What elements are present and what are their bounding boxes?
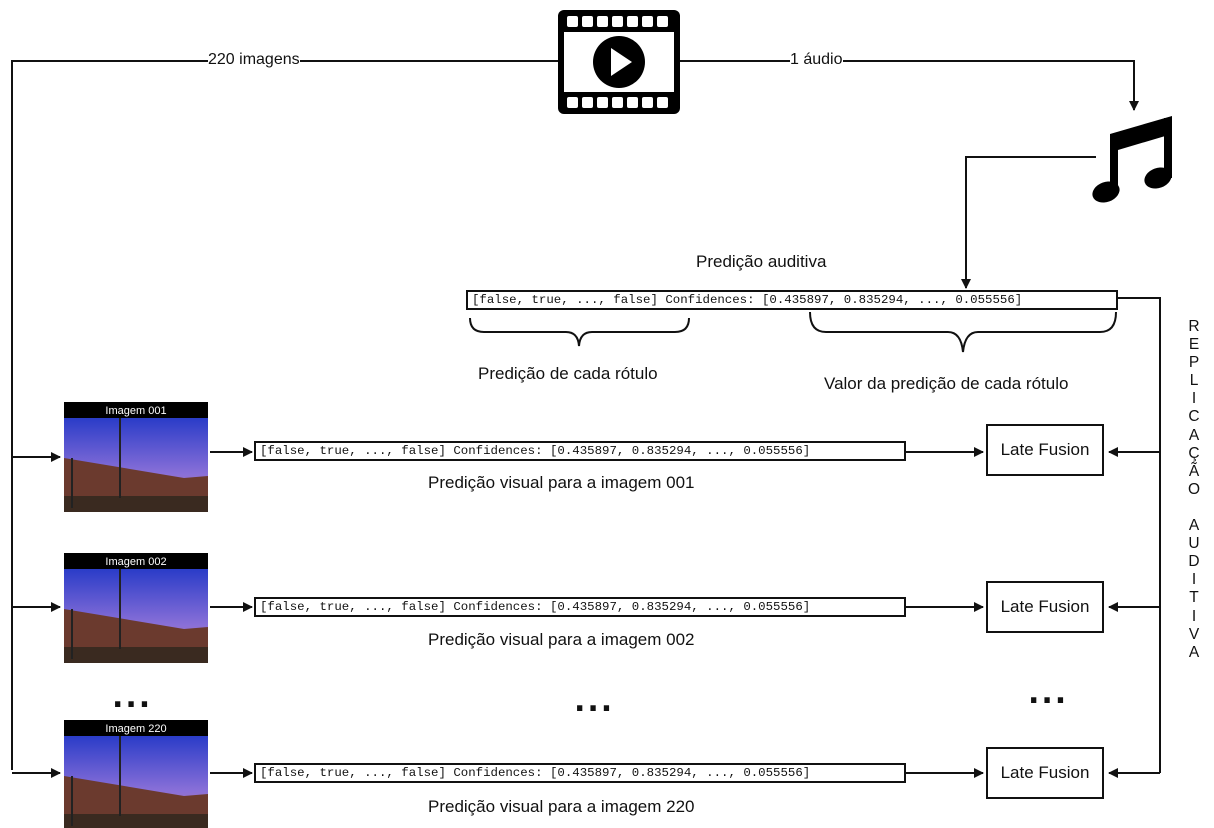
replication-letter: I [1191,390,1197,408]
replication-letter: A [1188,426,1200,444]
images-count-label: 220 imagens [208,51,300,69]
replication-letter: U [1188,535,1200,553]
ellipsis-predictions: ... [574,684,615,719]
replication-letter: I [1191,571,1197,589]
brace-right-caption: Valor da predição de cada rótulo [824,374,1069,393]
audio-count-label: 1 áudio [790,51,843,69]
replication-letter: T [1189,589,1199,607]
image-title-220: Imagem 220 [105,723,167,735]
replication-letter: V [1188,625,1200,643]
ellipsis-images: ... [112,680,153,715]
late-fusion-box-001: Late Fusion [986,424,1104,476]
image-title-002: Imagem 002 [105,556,167,568]
visual-prediction-box-001: [false, true, ..., false] Confidences: [… [254,441,906,461]
replication-letter: I [1191,607,1197,625]
ellipsis-fusion: ... [1028,676,1069,711]
video-play-icon [558,10,680,114]
replication-letter: Ã [1188,462,1200,480]
replication-letter: C [1188,408,1200,426]
audio-prediction-box: [false, true, ..., false] Confidences: [… [466,290,1118,310]
visual-prediction-caption-002: Predição visual para a imagem 002 [428,630,695,649]
visual-prediction-box-220: [false, true, ..., false] Confidences: [… [254,763,906,783]
image-thumbnail-001: Imagem 001 [64,402,208,512]
replication-letter: E [1188,336,1200,354]
music-note-icon [1090,112,1176,204]
late-fusion-box-002: Late Fusion [986,581,1104,633]
replication-letter: O [1187,480,1201,498]
replication-letter: A [1188,643,1200,661]
late-fusion-box-220: Late Fusion [986,747,1104,799]
brace-left-caption: Predição de cada rótulo [478,364,658,383]
replication-letter: A [1188,517,1200,535]
image-thumbnail-220: Imagem 220 [64,720,208,828]
visual-prediction-caption-220: Predição visual para a imagem 220 [428,797,695,816]
replication-letter: Ç [1188,444,1200,462]
visual-prediction-box-002: [false, true, ..., false] Confidences: [… [254,597,906,617]
image-thumbnail-002: Imagem 002 [64,553,208,663]
replication-letter: L [1189,372,1199,390]
replication-letter [1186,499,1202,517]
brace-left [469,317,690,347]
visual-prediction-caption-001: Predição visual para a imagem 001 [428,473,695,492]
audio-prediction-title: Predição auditiva [696,252,827,271]
replication-letter: R [1188,318,1200,335]
image-title-001: Imagem 001 [105,405,167,417]
replication-letter: P [1188,354,1200,372]
replication-letter: D [1188,553,1200,571]
brace-right [809,311,1117,353]
